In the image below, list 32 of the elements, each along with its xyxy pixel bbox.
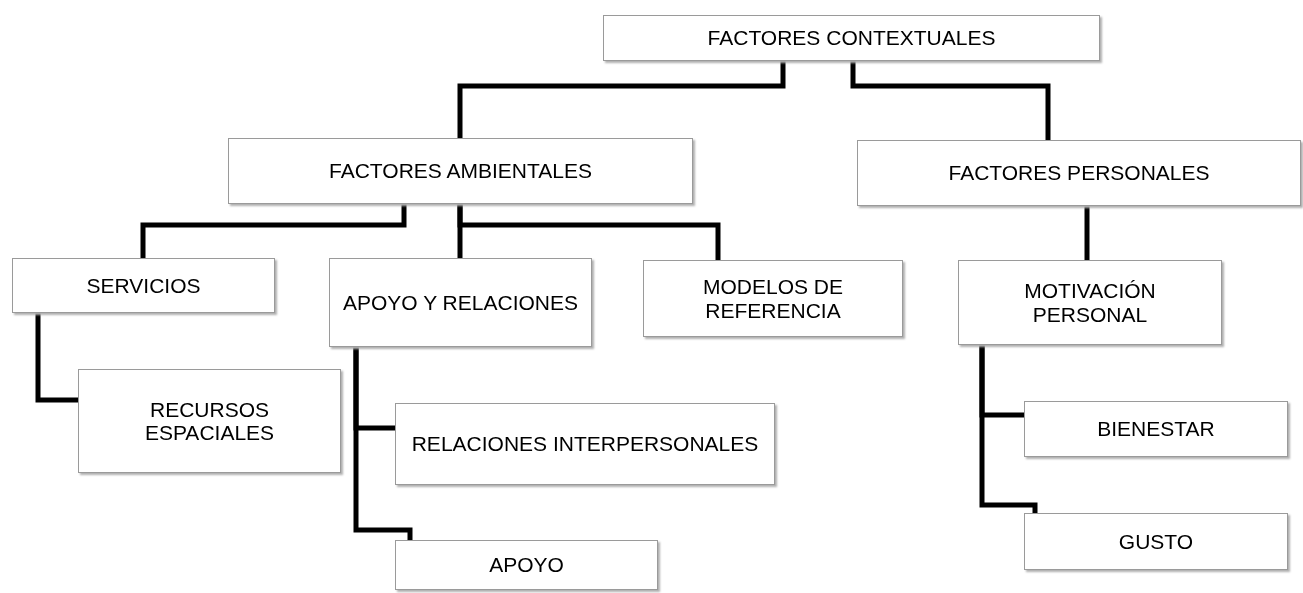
node-label: FACTORES CONTEXTUALES <box>707 26 996 50</box>
node-label: BIENESTAR <box>1097 417 1215 441</box>
connector-line <box>457 204 721 260</box>
category-box <box>78 369 341 473</box>
node-label: MODELOS DE REFERENCIA <box>702 275 844 322</box>
node-label: APOYO Y RELACIONES <box>343 290 578 315</box>
connector-line <box>35 313 78 403</box>
connector-line <box>457 61 786 138</box>
node-label: MOTIVACIÓN PERSONAL <box>1023 279 1157 326</box>
connector-line <box>353 347 413 540</box>
category-box <box>857 140 1301 206</box>
node-label: GUSTO <box>1118 529 1194 554</box>
connector-line <box>140 204 407 258</box>
node-label: SERVICIOS <box>86 273 201 298</box>
category-box <box>1024 513 1288 570</box>
node-label: APOYO <box>489 553 564 577</box>
connector-line <box>979 345 1038 513</box>
connector-line <box>850 61 1051 140</box>
node-label: RECURSOS ESPACIALES <box>143 397 276 445</box>
category-box <box>329 258 592 347</box>
category-box <box>643 260 903 337</box>
node-label: FACTORES PERSONALES <box>948 161 1210 185</box>
category-box <box>603 15 1100 61</box>
connector-line <box>1084 206 1090 260</box>
category-box <box>228 138 693 204</box>
node-label: RELACIONES INTERPERSONALES <box>411 432 759 456</box>
node-label: FACTORES AMBIENTALES <box>329 159 592 183</box>
category-box <box>395 403 775 485</box>
category-box <box>395 540 658 590</box>
category-box <box>1024 401 1288 457</box>
category-box <box>12 258 275 313</box>
category-box <box>958 260 1222 345</box>
